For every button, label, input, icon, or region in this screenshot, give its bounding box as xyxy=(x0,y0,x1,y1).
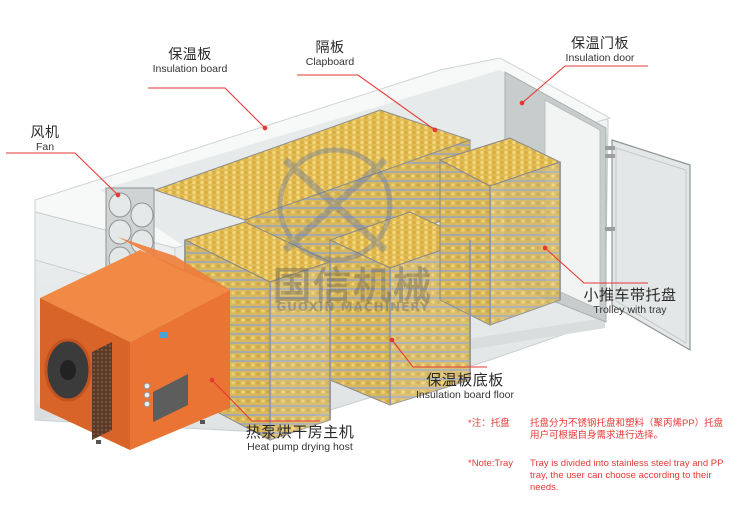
label-cn: 保温板底板 xyxy=(426,371,504,389)
label-fan: 风机 Fan xyxy=(10,125,80,153)
insulation-door-panel xyxy=(605,139,691,352)
label-trolley-with-tray: 小推车带托盘 Trolley with tray xyxy=(570,286,690,317)
logo-watermark-graphic xyxy=(277,147,393,263)
label-clapboard: 隔板 Clapboard xyxy=(290,40,370,68)
note-cn-key: *注：托盘 xyxy=(468,418,510,429)
label-en: Trolley with tray xyxy=(593,304,667,317)
note-cn: *注：托盘 托盘分为不锈钢托盘和塑料（聚丙烯PP）托盘用户可根据自身需求进行选择… xyxy=(468,418,738,448)
note-cn-text: 托盘分为不锈钢托盘和塑料（聚丙烯PP）托盘用户可根据自身需求进行选择。 xyxy=(530,418,724,441)
label-en: Heat pump drying host xyxy=(247,441,353,454)
label-en: Fan xyxy=(35,141,55,154)
label-heat-pump-host: 热泵烘干房主机 Heat pump drying host xyxy=(235,423,365,454)
note-en: *Note:Tray Tray is divided into stainles… xyxy=(468,458,738,498)
label-en: Insulation door xyxy=(565,52,635,65)
watermark-en: GUOXIN MACHINERY xyxy=(276,300,430,314)
label-cn: 隔板 xyxy=(315,40,345,56)
label-insulation-door: 保温门板 Insulation door xyxy=(545,36,655,64)
label-cn: 热泵烘干房主机 xyxy=(245,423,355,441)
label-en: Clapboard xyxy=(305,56,355,69)
label-insulation-board: 保温板 Insulation board xyxy=(140,47,240,75)
heat-pump-unit xyxy=(40,237,230,450)
label-insulation-board-floor: 保温板底板 Insulation board floor xyxy=(400,371,530,402)
label-cn: 保温板 xyxy=(168,47,212,63)
label-cn: 风机 xyxy=(30,125,60,141)
note-en-key: *Note:Tray xyxy=(468,458,514,469)
leader-lines xyxy=(6,65,648,422)
label-cn: 保温门板 xyxy=(571,36,629,52)
label-en: Insulation board xyxy=(152,63,228,76)
label-cn: 小推车带托盘 xyxy=(583,286,677,304)
label-en: Insulation board floor xyxy=(415,389,515,402)
note-en-text: Tray is divided into stainless steel tra… xyxy=(530,458,724,493)
watermark-cn: 国信机械 xyxy=(272,264,433,308)
